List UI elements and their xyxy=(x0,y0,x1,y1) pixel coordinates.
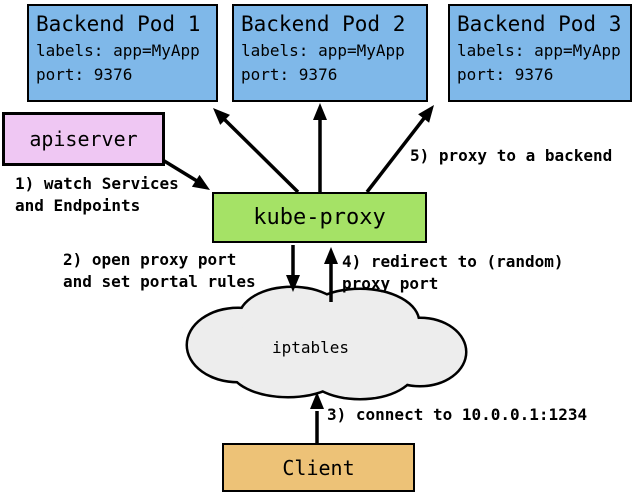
pod-1-port: port: 9376 xyxy=(36,65,133,84)
apiserver-node: apiserver xyxy=(2,112,165,166)
pod-1-title: Backend Pod 1 xyxy=(36,12,201,36)
client-node: Client xyxy=(222,443,415,492)
pod-1-labels: labels: app=MyApp xyxy=(36,41,200,60)
step-4-line-2: proxy port xyxy=(342,274,439,293)
step-1-annotation: 1) watch Services and Endpoints xyxy=(15,173,179,217)
kube-proxy-label: kube-proxy xyxy=(253,205,386,230)
step-3-line-1: 3) connect to 10.0.0.1:1234 xyxy=(327,405,588,424)
iptables-cloud xyxy=(185,285,468,401)
pod-2-port: port: 9376 xyxy=(241,65,338,84)
backend-pod-1-node: Backend Pod 1 labels: app=MyApp port: 93… xyxy=(27,4,218,102)
arrow-iptables-to-kubeproxy xyxy=(324,247,338,302)
arrow-apiserver-to-kubeproxy xyxy=(160,157,210,190)
backend-pod-3-node: Backend Pod 3 labels: app=MyApp port: 93… xyxy=(448,4,632,102)
client-label: Client xyxy=(282,455,355,480)
step-2-line-2: and set portal rules xyxy=(63,272,256,291)
backend-pod-2-node: Backend Pod 2 labels: app=MyApp port: 93… xyxy=(232,4,428,102)
step-5-line-1: 5) proxy to a backend xyxy=(410,146,613,165)
arrow-kubeproxy-to-iptables xyxy=(286,245,300,292)
pod-2-title: Backend Pod 2 xyxy=(241,12,406,36)
step-4-line-1: 4) redirect to (random) xyxy=(342,252,564,271)
iptables-label: iptables xyxy=(272,338,350,357)
arrow-client-to-iptables xyxy=(310,392,324,443)
pod-3-title: Backend Pod 3 xyxy=(457,12,622,36)
step-1-line-2: and Endpoints xyxy=(15,196,141,215)
apiserver-label: apiserver xyxy=(29,127,138,151)
arrow-kubeproxy-to-pod1 xyxy=(213,108,300,194)
step-5-annotation: 5) proxy to a backend xyxy=(410,145,612,167)
arrow-kubeproxy-to-pod2 xyxy=(313,103,327,192)
kube-proxy-node: kube-proxy xyxy=(212,192,427,243)
step-2-line-1: 2) open proxy port xyxy=(63,250,237,269)
pod-2-labels: labels: app=MyApp xyxy=(241,41,405,60)
step-3-annotation: 3) connect to 10.0.0.1:1234 xyxy=(327,404,587,426)
step-2-annotation: 2) open proxy port and set portal rules xyxy=(63,249,256,293)
pod-3-port: port: 9376 xyxy=(457,65,554,84)
step-4-annotation: 4) redirect to (random) proxy port xyxy=(342,251,564,295)
arrow-kubeproxy-to-pod3 xyxy=(365,105,434,194)
pod-3-labels: labels: app=MyApp xyxy=(457,41,621,60)
step-1-line-1: 1) watch Services xyxy=(15,174,179,193)
